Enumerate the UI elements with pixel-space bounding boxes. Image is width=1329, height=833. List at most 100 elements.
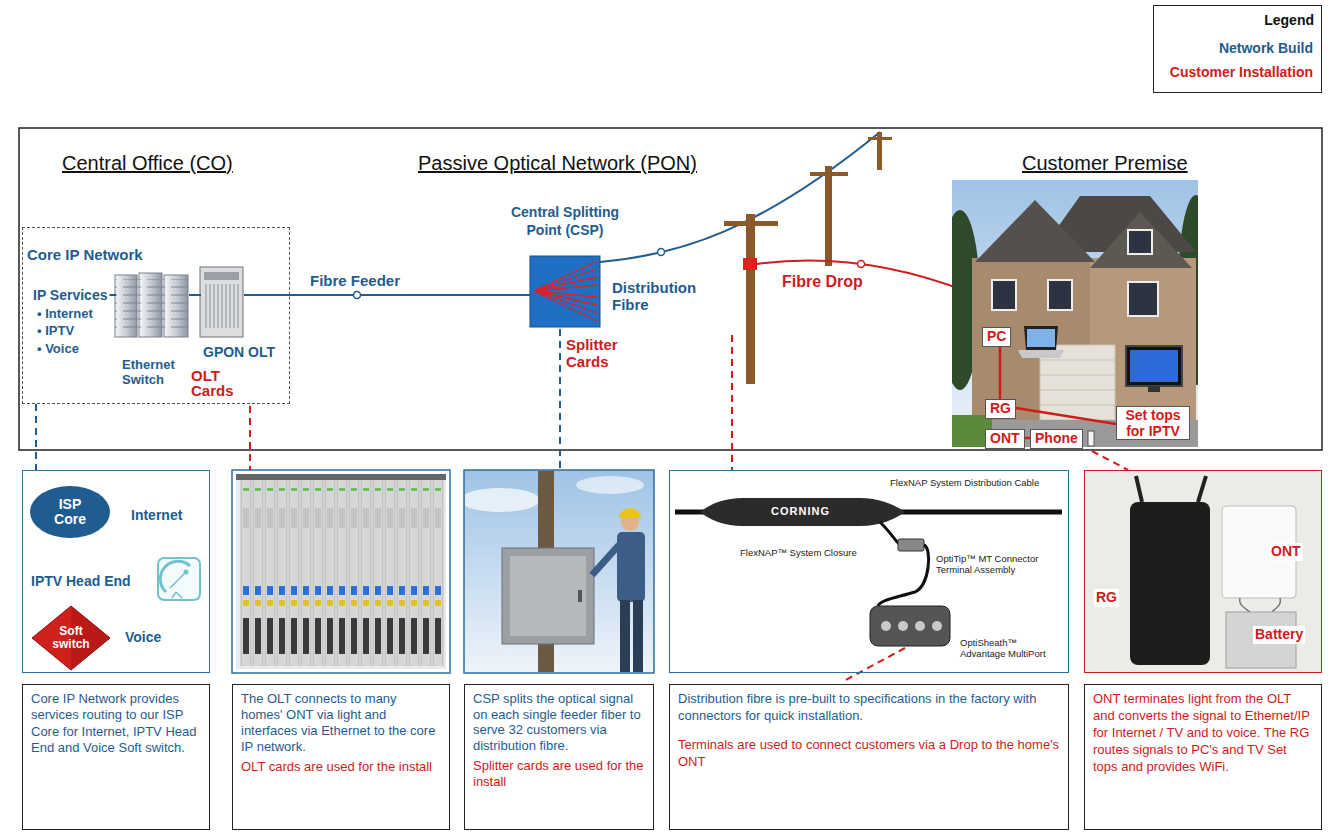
csp-pole-photo-part: [465, 471, 645, 672]
rg-ont-photo: [1085, 471, 1321, 672]
node-subtext: FlexNAP™ System Closure: [740, 547, 857, 559]
node-text: The OLT connects to many homes' ONT via …: [241, 691, 441, 754]
description-box: Core IP Network provides services routin…: [22, 684, 210, 830]
node-text: ONT terminates light from the OLT and co…: [1093, 691, 1313, 775]
csp-pole-photo: [460, 470, 654, 673]
node-text: IP Services: [33, 287, 107, 305]
utility-poles: [724, 132, 892, 384]
legend-text: Customer Installation: [1170, 64, 1313, 80]
node-text: CSP splits the optical signal on each si…: [473, 691, 645, 753]
corning-terminal-panel: FlexNAP System Distribution CableCORNING…: [669, 470, 1069, 673]
core-services-icons-part: [160, 561, 190, 592]
pc-tag: PC: [982, 327, 1011, 347]
distribution-fibre-line-part: [658, 249, 665, 256]
set-top-tag: Set tops for IPTV: [1116, 406, 1190, 440]
node-text: Phone: [1035, 430, 1078, 448]
ethernet-switch: Ethernet Switch: [116, 274, 189, 338]
csp-pole-photo-part: [502, 548, 594, 644]
section-heading: Customer Premise: [1022, 151, 1188, 176]
connector-line: [244, 294, 530, 296]
core-services-icons-part: [170, 572, 186, 588]
olt-rack-photo-part: [236, 474, 446, 480]
fibre-drop-line-part: [757, 261, 968, 293]
csp-pole-photo-part: [510, 556, 586, 636]
house-picture-part: [1126, 346, 1182, 386]
description-box: Distribution fibre is pre-built to speci…: [669, 684, 1069, 830]
rg-ont-photo-part: [1085, 471, 1321, 672]
callout-leader-lines-part: [559, 329, 561, 470]
node-subtext: OLT cards are used for the install: [241, 759, 441, 775]
olt-device-picture: [200, 267, 243, 337]
fibre-drop-line-part: [858, 261, 865, 268]
rg-ont-panel: RGONTBattery: [1084, 470, 1322, 673]
node-text: Central Splitting Point (CSP): [502, 204, 628, 239]
splitter-picture-part: [534, 261, 597, 321]
house-picture-part: [1128, 282, 1158, 316]
utility-poles-part: [810, 172, 848, 176]
node-subtext: • IPTV: [37, 322, 107, 340]
node-subtext: OptiTip™ MT Connector Terminal Assembly: [936, 553, 1056, 576]
house-picture-part: [1024, 326, 1058, 350]
utility-poles-part: [746, 214, 755, 384]
connectors: [36, 295, 1116, 470]
gpon-olt: GPON OLTOLT Cards: [201, 268, 244, 338]
ip-services-list: IP Services• Internet• IPTV• Voice: [31, 287, 109, 357]
node-text: Distribution fibre is pre-built to speci…: [678, 691, 1060, 725]
corning-terminal-drawing-part: [881, 621, 891, 631]
utility-poles-part: [743, 258, 757, 270]
callout-leader-lines: [250, 329, 1128, 682]
olt-device-picture-part: [204, 284, 239, 328]
description-box: CSP splits the optical signal on each si…: [464, 684, 654, 830]
house-picture-part: [1090, 212, 1192, 268]
core-services-icons-part: [184, 570, 189, 575]
connector-line: [1016, 408, 1116, 424]
feeder-joint: [354, 292, 361, 299]
callout-leader-lines-part: [731, 335, 733, 470]
node-subtext: Battery: [1253, 626, 1305, 644]
connector-line: [189, 294, 201, 296]
soft-switch-diamond: Soft switch: [31, 605, 111, 671]
node-subtext: Splitter cards are used for the install: [473, 758, 645, 789]
house-picture-part: [1048, 280, 1072, 310]
node-text: PC: [987, 328, 1006, 346]
core-services-icons-part: [158, 558, 200, 600]
corning-terminal-drawing-part: [880, 522, 900, 545]
node-text: Core IP Network: [27, 246, 143, 265]
node-text: GPON OLT: [203, 344, 275, 362]
csp-pole-photo-part: [617, 532, 645, 602]
house-picture-part: [1148, 386, 1160, 392]
node-subtext: CORNING: [771, 505, 830, 519]
core-services-icons-part: [172, 592, 182, 598]
connector-line: [109, 294, 116, 296]
node-text: Soft switch: [49, 625, 93, 651]
ont-tag: ONT: [985, 429, 1025, 449]
house-picture-part: [972, 258, 1196, 420]
olt-device-picture-part: [204, 272, 239, 280]
corning-terminal-drawing-part: [700, 498, 905, 526]
csp-pole-photo-part: [576, 476, 644, 494]
splitter-picture: [530, 256, 600, 327]
corning-terminal-drawing-part: [669, 470, 1069, 673]
distribution-fibre-line: [600, 132, 880, 262]
node-text: Ethernet Switch: [122, 358, 186, 388]
corning-terminal-drawing-part: [878, 545, 929, 606]
corning-terminal-drawing: [669, 470, 1069, 673]
house-picture-part: [1027, 329, 1055, 347]
connector-line: [999, 347, 1002, 400]
house-picture-part: [952, 180, 1198, 447]
central-splitting-point: Central Splitting Point (CSP)Splitter Ca…: [530, 256, 600, 327]
node-text: Core IP Network provides services routin…: [31, 691, 201, 756]
ethernet-switch-picture: [115, 273, 188, 337]
core-services-icons-part: [22, 470, 210, 673]
house-picture-part: [1040, 360, 1115, 405]
house-picture-part: [1130, 350, 1178, 382]
description-box: The OLT connects to many homes' ONT via …: [232, 684, 450, 830]
legend-entry: Customer Installation: [1154, 60, 1313, 84]
edge-label: Fibre Feeder: [310, 272, 400, 291]
house-picture-part: [1088, 431, 1094, 446]
legend-text: Network Build: [1219, 40, 1313, 56]
house-picture-part: [1018, 350, 1064, 358]
utility-poles-part: [868, 137, 892, 140]
node-subtext: Voice: [125, 629, 161, 647]
